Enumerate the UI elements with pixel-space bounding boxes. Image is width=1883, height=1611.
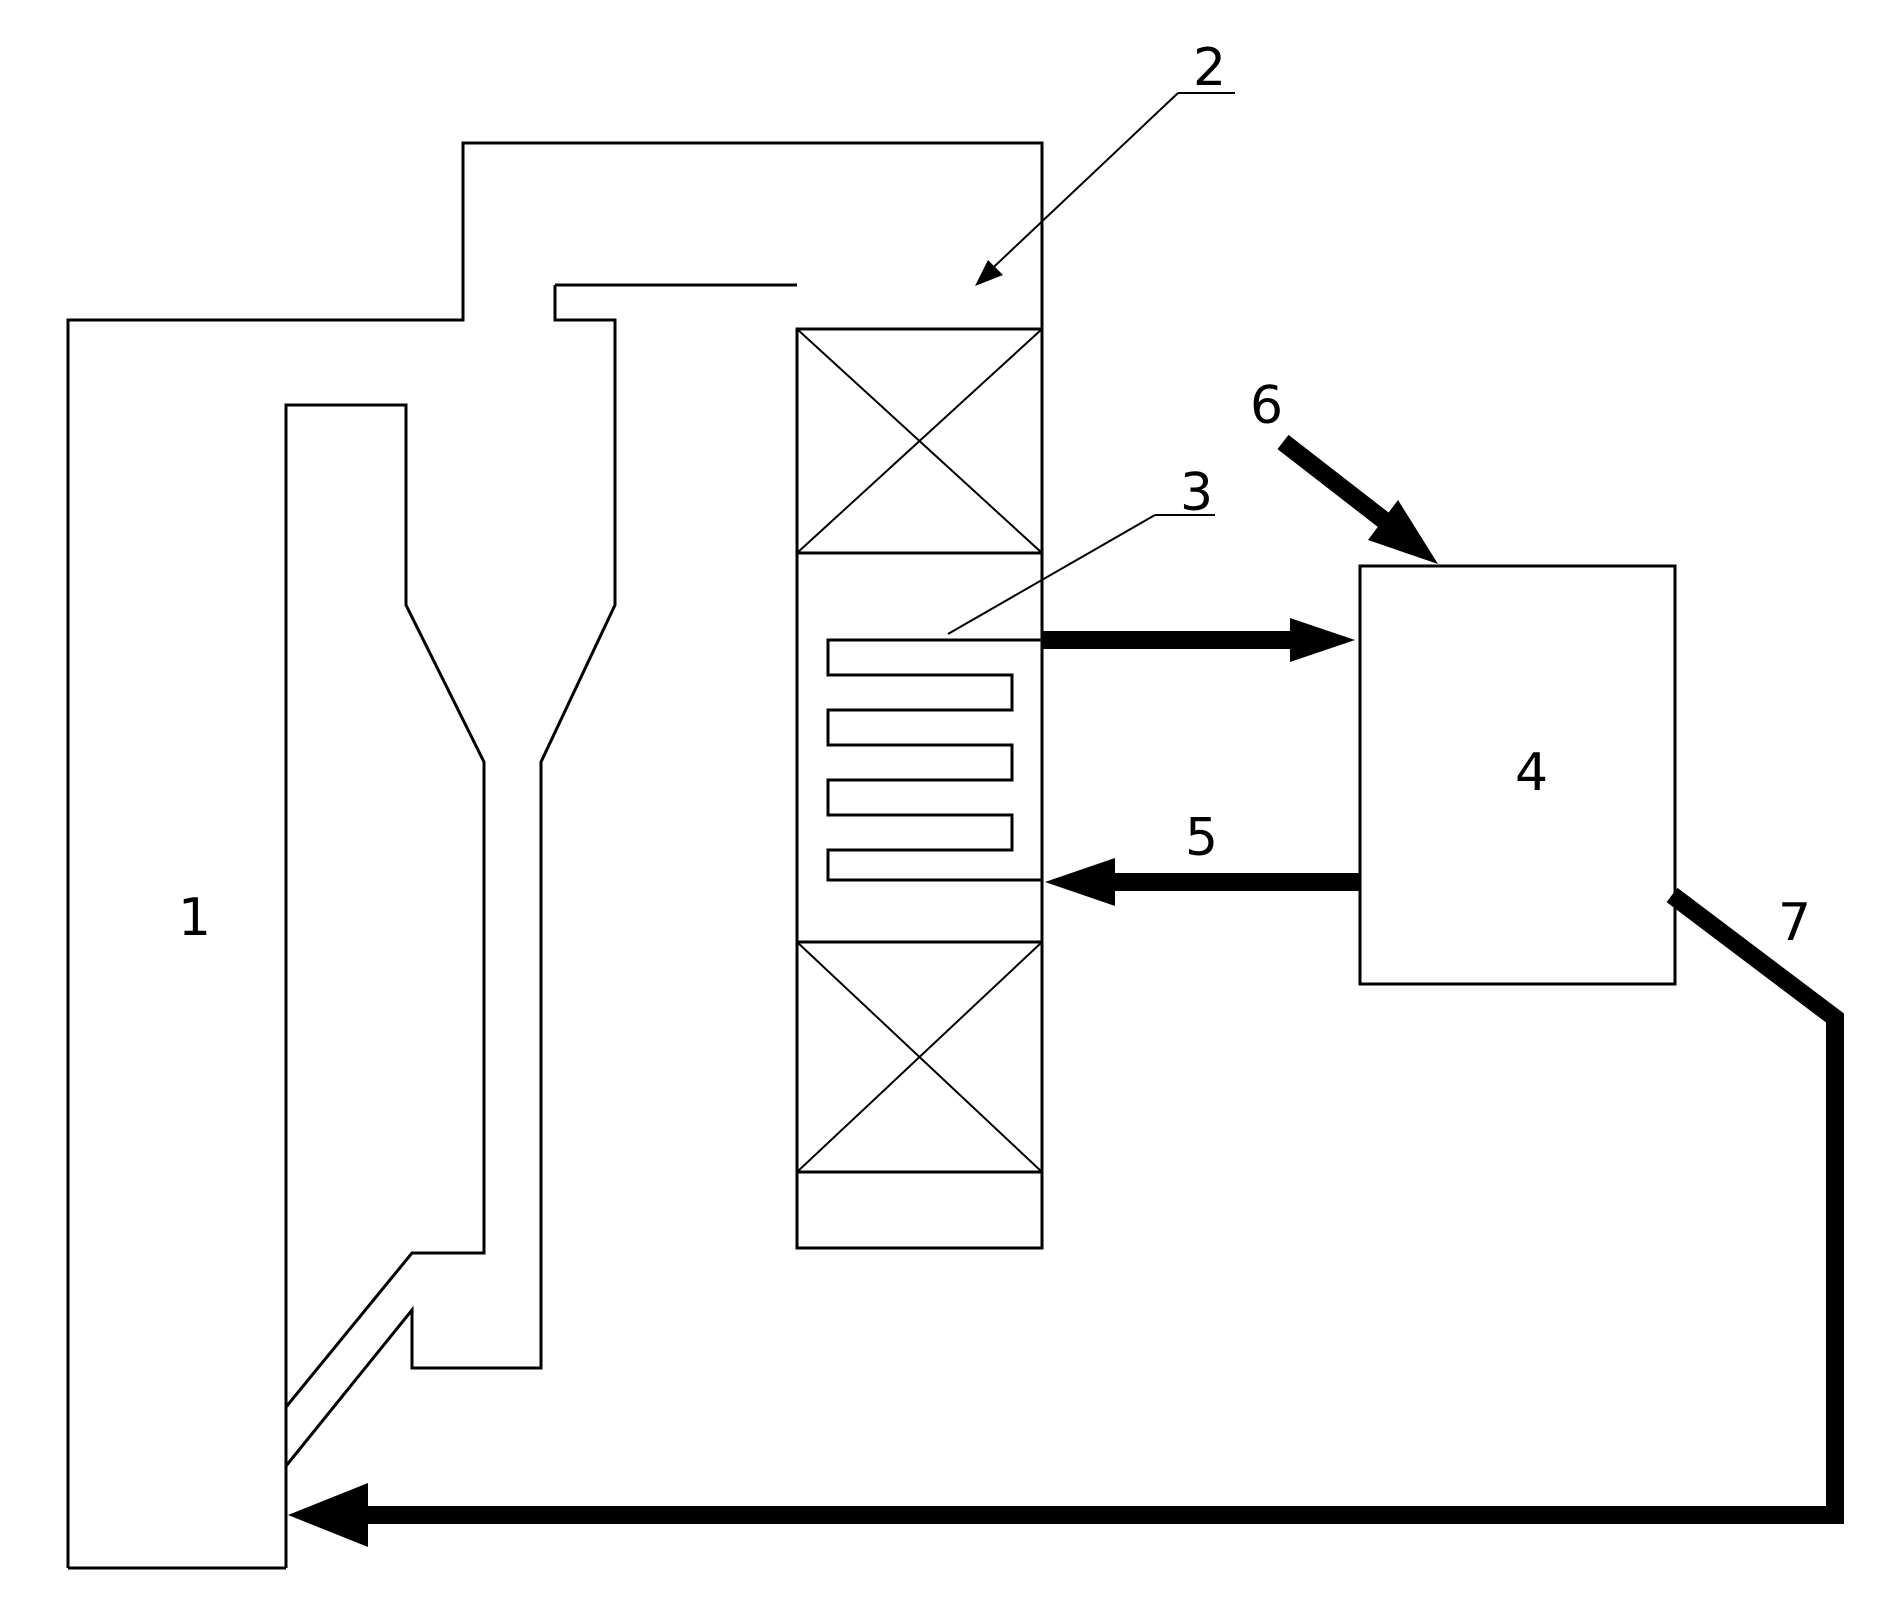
lower-packing-block <box>795 940 1044 1174</box>
separator-duct <box>284 283 797 1467</box>
component-2-column <box>795 327 1044 1174</box>
component-3-coil <box>826 638 1042 882</box>
label-1: 1 <box>178 888 211 948</box>
component-1-inner-wall <box>284 403 486 1568</box>
component-1-chamber <box>66 141 1044 1568</box>
leader-2 <box>975 92 1235 286</box>
label-4: 4 <box>1515 743 1548 803</box>
label-6: 6 <box>1250 376 1283 436</box>
upper-packing-block <box>795 327 1044 555</box>
flow-coil-to-unit-arrow <box>1042 618 1355 662</box>
flow-6-input-arrow <box>1277 434 1438 564</box>
label-7: 7 <box>1778 893 1811 953</box>
component-4-unit <box>1358 564 1677 986</box>
leader-3 <box>947 514 1215 635</box>
flow-5-return-arrow <box>1045 858 1360 906</box>
label-2: 2 <box>1193 38 1226 98</box>
label-3: 3 <box>1180 463 1213 523</box>
label-5: 5 <box>1185 808 1218 868</box>
flow-7-recycle-arrow <box>288 887 1844 1547</box>
